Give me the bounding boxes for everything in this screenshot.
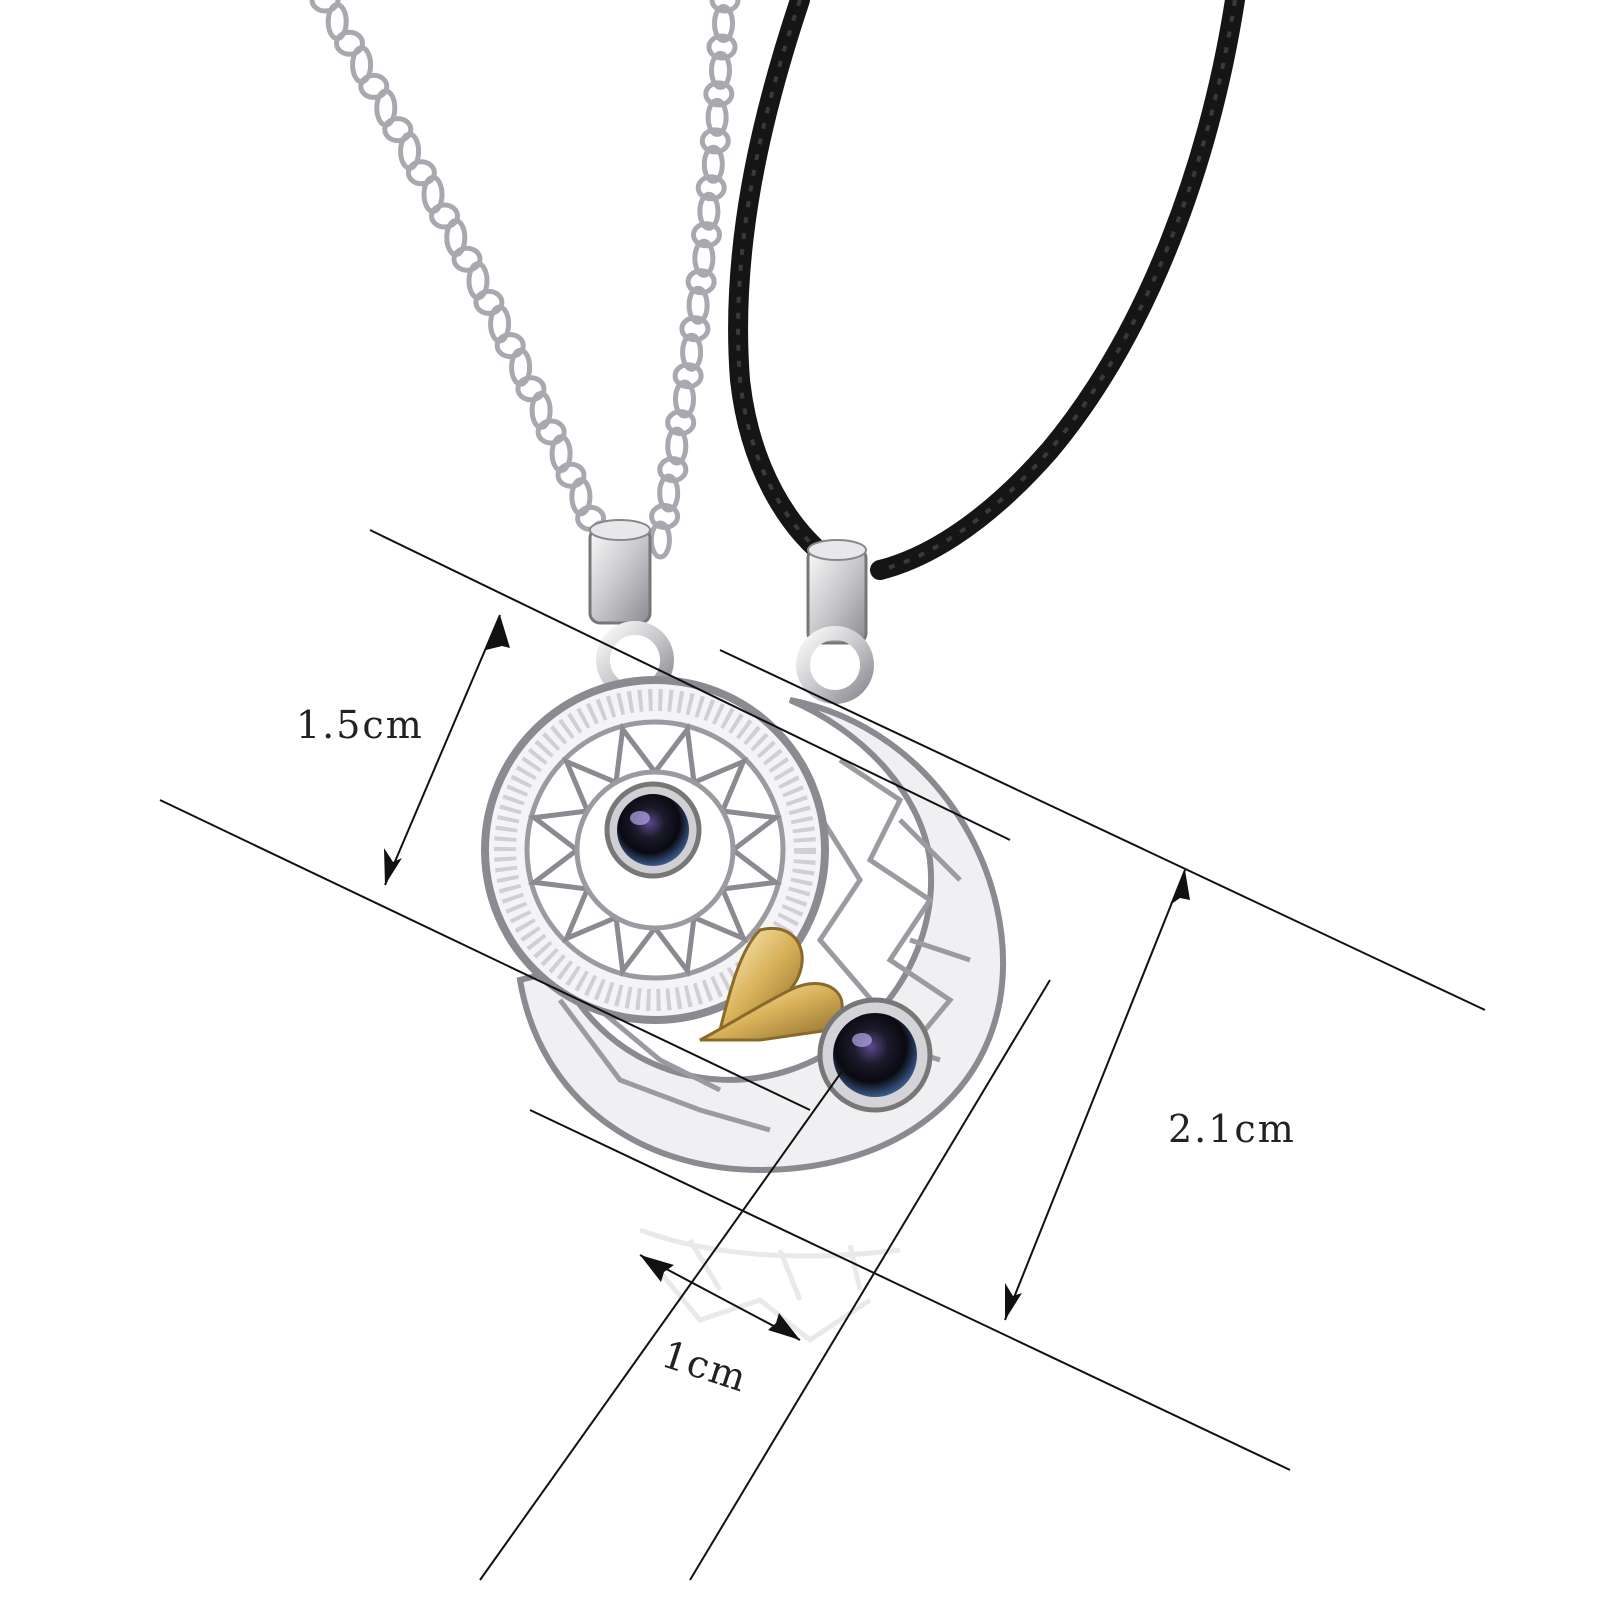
reflection: [639, 1227, 901, 1344]
chain-link: [692, 238, 716, 278]
dimension-arrows: [384, 615, 1190, 1340]
moon-height-label: 2.1cm: [1168, 1107, 1296, 1151]
chain-link: [680, 332, 704, 372]
chain-link: [515, 375, 547, 403]
chain-link: [451, 245, 483, 273]
chain-link: [555, 461, 587, 489]
right-bail: [806, 539, 868, 645]
chain-link: [706, 33, 738, 61]
chain-link: [686, 285, 710, 325]
chain-link: [705, 97, 729, 137]
black-cord-icon: [728, 0, 1245, 580]
chain-link: [685, 268, 717, 296]
chain-link: [382, 116, 414, 144]
sun-ray: [561, 888, 617, 944]
thickness-label: 1cm: [657, 1332, 754, 1401]
sun-ray: [693, 756, 749, 812]
chain-link: [535, 418, 567, 446]
chain-link: [703, 80, 735, 108]
chain-link: [709, 50, 732, 90]
chain-link: [473, 288, 505, 316]
chain-link: [405, 159, 437, 187]
chain-link: [701, 144, 725, 184]
chain-link: [494, 332, 526, 360]
sun-ray: [527, 808, 588, 852]
sun-ray: [722, 808, 783, 852]
sun-ray: [527, 848, 588, 892]
right-jump-ring: [796, 626, 874, 704]
chain-link: [309, 0, 341, 14]
left-bail: [588, 519, 652, 625]
sun-ray: [693, 888, 749, 944]
silver-chain-icon: [309, 0, 741, 560]
chain-link: [358, 72, 390, 100]
sun-ray: [653, 917, 697, 978]
chain-link: [699, 127, 731, 155]
chain-link: [709, 0, 741, 14]
chain-link: [697, 191, 721, 231]
moon-stone: [817, 997, 933, 1113]
chain-link: [673, 379, 696, 419]
sun-ray: [613, 917, 657, 978]
chain-link: [712, 4, 735, 43]
chain-link: [334, 29, 365, 57]
chain-link: [665, 426, 689, 466]
gold-heart: [699, 927, 844, 1042]
sun-ray: [653, 722, 697, 783]
chain-link: [691, 221, 722, 249]
sun-diameter-label: 1.5cm: [296, 703, 424, 747]
chain-link: [695, 174, 727, 202]
chain-link: [657, 473, 681, 513]
sun-ray: [613, 722, 657, 783]
chain-link: [429, 202, 460, 230]
sun-ray: [722, 848, 783, 892]
sun-pendant: [481, 676, 829, 1024]
sun-ray: [561, 756, 617, 812]
